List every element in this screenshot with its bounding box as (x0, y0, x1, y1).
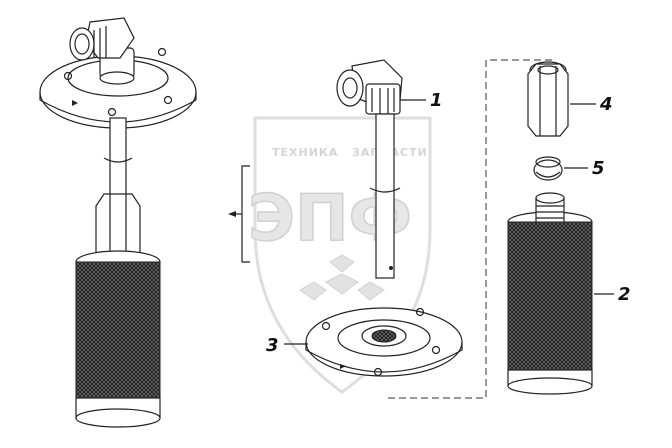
left-tube (103, 117, 133, 199)
callout-label-3: 3 (266, 335, 279, 356)
callout-4: 4 (570, 94, 613, 115)
watermark-wheat-icon (299, 254, 385, 301)
left-elbow-fitting (69, 17, 135, 85)
part-4-union-nut (527, 61, 569, 137)
callout-label-1: 1 (430, 90, 443, 111)
left-filter-cartridge (75, 250, 161, 428)
part-2-filter-element (507, 192, 593, 395)
length-bracket (228, 165, 250, 263)
callout-3: 3 (266, 335, 308, 356)
part-5-ring (533, 156, 563, 181)
part-3-flange (305, 307, 463, 377)
callout-5: 5 (564, 158, 605, 179)
group-bracket (386, 59, 552, 399)
watermark-text-left: ТЕХНИКА (272, 146, 338, 159)
callout-1: 1 (400, 90, 443, 111)
callout-2: 2 (594, 284, 631, 305)
part-1-elbow-tube (336, 59, 403, 279)
callout-label-4: 4 (599, 94, 613, 115)
assembled-filter-unit (39, 17, 197, 428)
callout-label-5: 5 (592, 158, 605, 179)
callout-label-2: 2 (618, 284, 631, 305)
